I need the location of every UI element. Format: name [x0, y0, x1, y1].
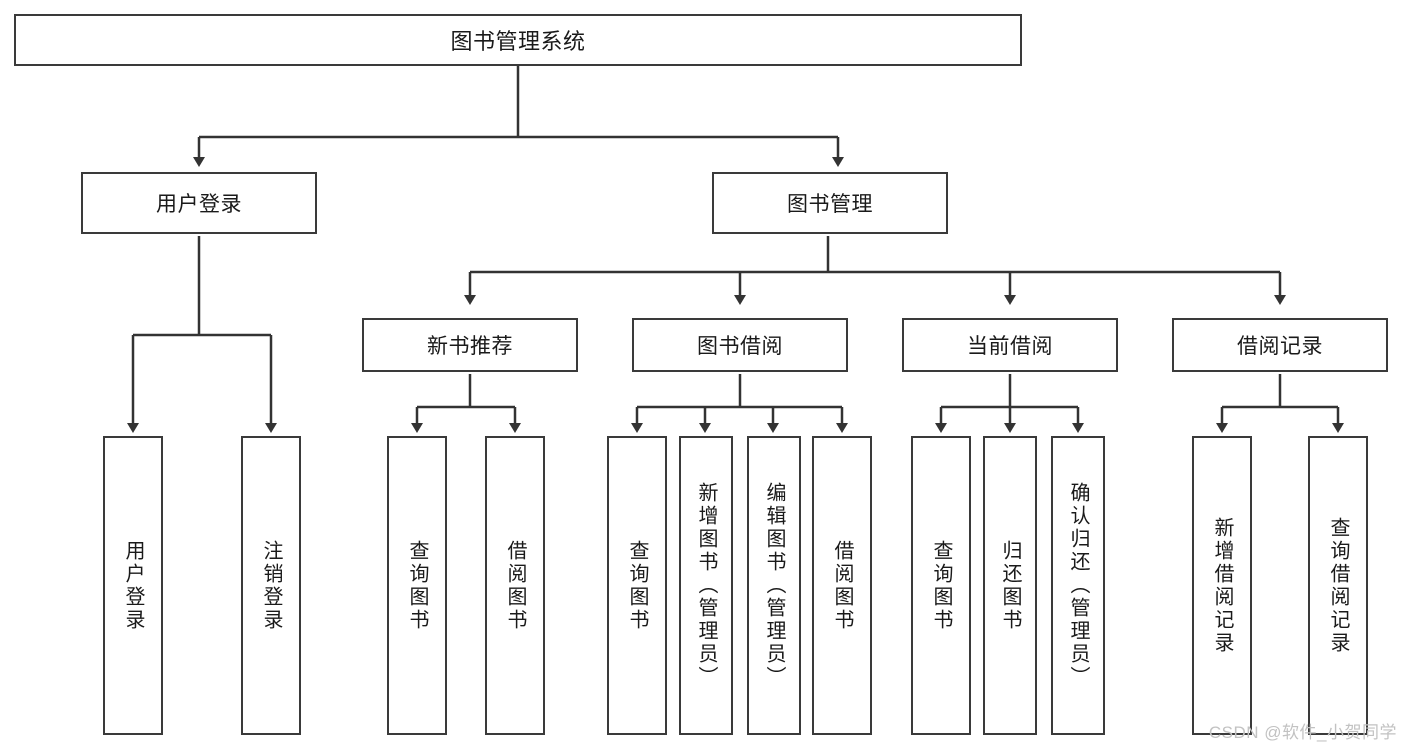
node-user-login[interactable]: 用户登录 [81, 172, 317, 234]
leaf-query-book-borrow[interactable]: 查询图书 [607, 436, 667, 735]
node-label: 注销登录 [260, 539, 282, 632]
leaf-query-book-recommend[interactable]: 查询图书 [387, 436, 447, 735]
edge-currentborrow-to-leaves [935, 374, 1084, 433]
edge-root-to-level1 [193, 66, 844, 167]
edge-bookborrow-to-leaves [631, 374, 848, 433]
node-label: 借阅图书 [504, 539, 526, 632]
node-label: 图书管理系统 [450, 29, 586, 54]
node-book-borrow[interactable]: 图书借阅 [632, 318, 848, 372]
leaf-add-book-admin[interactable]: 新增图书（管理员） [679, 436, 733, 735]
node-root-system[interactable]: 图书管理系统 [14, 14, 1022, 66]
node-book-manage[interactable]: 图书管理 [712, 172, 948, 234]
leaf-confirm-return-admin[interactable]: 确认归还（管理员） [1051, 436, 1105, 735]
node-label: 用户登录 [122, 539, 144, 632]
node-label: 归还图书 [999, 539, 1021, 632]
node-label: 当前借阅 [967, 335, 1053, 358]
node-label: 借阅图书 [831, 539, 853, 632]
node-label: 查询图书 [626, 539, 648, 632]
edge-newbook-to-leaves [411, 374, 521, 433]
node-label: 借阅记录 [1237, 335, 1323, 358]
node-label: 查询图书 [930, 539, 952, 632]
leaf-user-login[interactable]: 用户登录 [103, 436, 163, 735]
node-borrow-record[interactable]: 借阅记录 [1172, 318, 1388, 372]
leaf-edit-book-admin[interactable]: 编辑图书（管理员） [747, 436, 801, 735]
edge-borrowrecord-to-leaves [1216, 374, 1344, 433]
leaf-borrow-book-borrow[interactable]: 借阅图书 [812, 436, 872, 735]
node-label: 确认归还（管理员） [1067, 482, 1089, 689]
node-label: 图书管理 [787, 193, 873, 216]
leaf-query-borrow-record[interactable]: 查询借阅记录 [1308, 436, 1368, 735]
leaf-logout-login[interactable]: 注销登录 [241, 436, 301, 735]
edge-bookmanage-to-level2 [464, 236, 1286, 305]
edge-userlogin-to-leaves [127, 236, 277, 433]
node-new-book-recommend[interactable]: 新书推荐 [362, 318, 578, 372]
leaf-return-book[interactable]: 归还图书 [983, 436, 1037, 735]
node-label: 用户登录 [156, 193, 242, 216]
node-label: 查询借阅记录 [1327, 516, 1349, 655]
node-label: 编辑图书（管理员） [763, 482, 785, 689]
node-label: 新增图书（管理员） [695, 482, 717, 689]
leaf-borrow-book-recommend[interactable]: 借阅图书 [485, 436, 545, 735]
leaf-query-book-current[interactable]: 查询图书 [911, 436, 971, 735]
node-current-borrow[interactable]: 当前借阅 [902, 318, 1118, 372]
node-label: 图书借阅 [697, 335, 783, 358]
csdn-watermark: CSDN @软件_小贺同学 [1208, 723, 1397, 742]
node-label: 新书推荐 [427, 335, 513, 358]
node-label: 新增借阅记录 [1211, 516, 1233, 655]
node-label: 查询图书 [406, 539, 428, 632]
leaf-add-borrow-record[interactable]: 新增借阅记录 [1192, 436, 1252, 735]
